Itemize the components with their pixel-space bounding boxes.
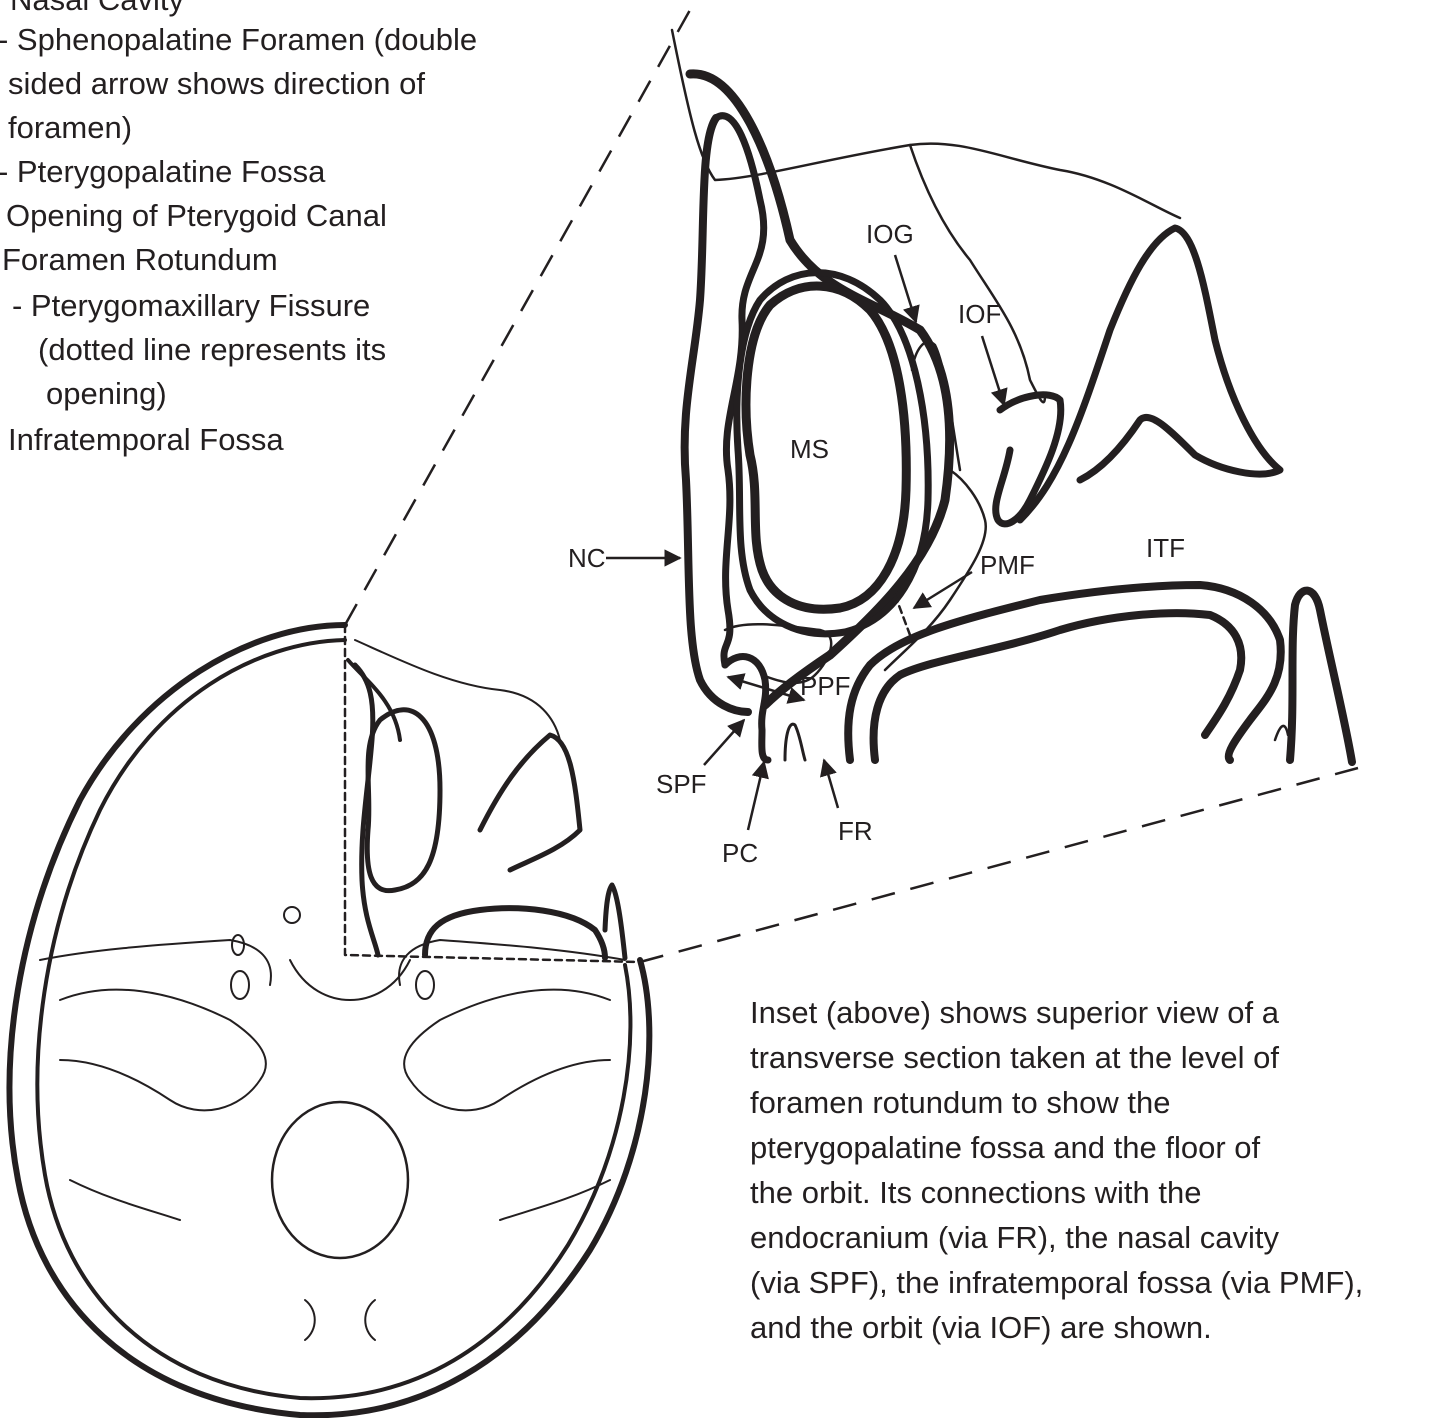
label-pmf: PMF [980, 550, 1035, 580]
label-spf: SPF [656, 769, 707, 799]
zygomatic-edge [910, 145, 1045, 402]
skull-nasal-wall [355, 665, 378, 955]
right-petrous [404, 990, 610, 1111]
caption-line: (via SPF), the infratemporal fossa (via … [750, 1260, 1430, 1305]
skull-orbit-thin [355, 640, 560, 740]
arrow-iof [982, 336, 1004, 405]
pc-process [785, 724, 805, 760]
left-temporal [40, 940, 271, 985]
inset-section [672, 30, 1352, 762]
caption-line: the orbit. Its connections with the [750, 1170, 1430, 1215]
pmf-dotted-line [895, 595, 910, 635]
skull-maxillary-sinus [367, 710, 440, 891]
caption-line: pterygopalatine fossa and the floor of [750, 1125, 1430, 1170]
label-iof: IOF [958, 299, 1001, 329]
arrow-pc [748, 762, 764, 830]
arrow-fr [824, 760, 838, 808]
caption-line: Inset (above) shows superior view of a [750, 990, 1430, 1035]
sella-region [290, 960, 410, 1000]
label-nc: NC [568, 543, 606, 573]
skull-foramen-small [284, 907, 300, 923]
posterior-fossa-lines [305, 1300, 375, 1340]
posterior-lateral-lines [70, 1180, 610, 1220]
coronoid-notch [1275, 726, 1288, 740]
skull-foramen-ovale-left [231, 971, 249, 999]
skull-lateral-plate [425, 908, 605, 958]
label-itf: ITF [1146, 533, 1185, 563]
skull-outer [10, 625, 650, 1415]
arrow-pmf [914, 572, 972, 608]
arrow-spf [704, 720, 744, 765]
caption-line: endocranium (via FR), the nasal cavity [750, 1215, 1430, 1260]
skull-foramen-left [232, 935, 244, 955]
label-ppf: PPF [800, 671, 851, 701]
arrow-iog [895, 255, 916, 322]
greater-wing-thick [1020, 228, 1280, 520]
caption: Inset (above) shows superior view of a t… [750, 990, 1430, 1350]
skull-foramen-ovale-right [416, 971, 434, 999]
caption-line: and the orbit (via IOF) are shown. [750, 1305, 1430, 1350]
coronoid-process [1290, 591, 1352, 762]
label-ms: MS [790, 434, 829, 464]
iof-contour [996, 395, 1061, 524]
caption-line: foramen rotundum to show the [750, 1080, 1430, 1125]
skull-greater-wing [480, 735, 580, 870]
label-fr: FR [838, 816, 873, 846]
foramen-magnum [272, 1102, 408, 1258]
label-arrows [606, 255, 1004, 830]
left-petrous [60, 990, 266, 1111]
skull-inner [37, 640, 630, 1398]
skull-base [10, 625, 650, 1415]
caption-line: transverse section taken at the level of [750, 1035, 1430, 1080]
label-pc: PC [722, 838, 758, 868]
label-iog: IOG [866, 219, 914, 249]
skull-coronoid [605, 885, 625, 958]
